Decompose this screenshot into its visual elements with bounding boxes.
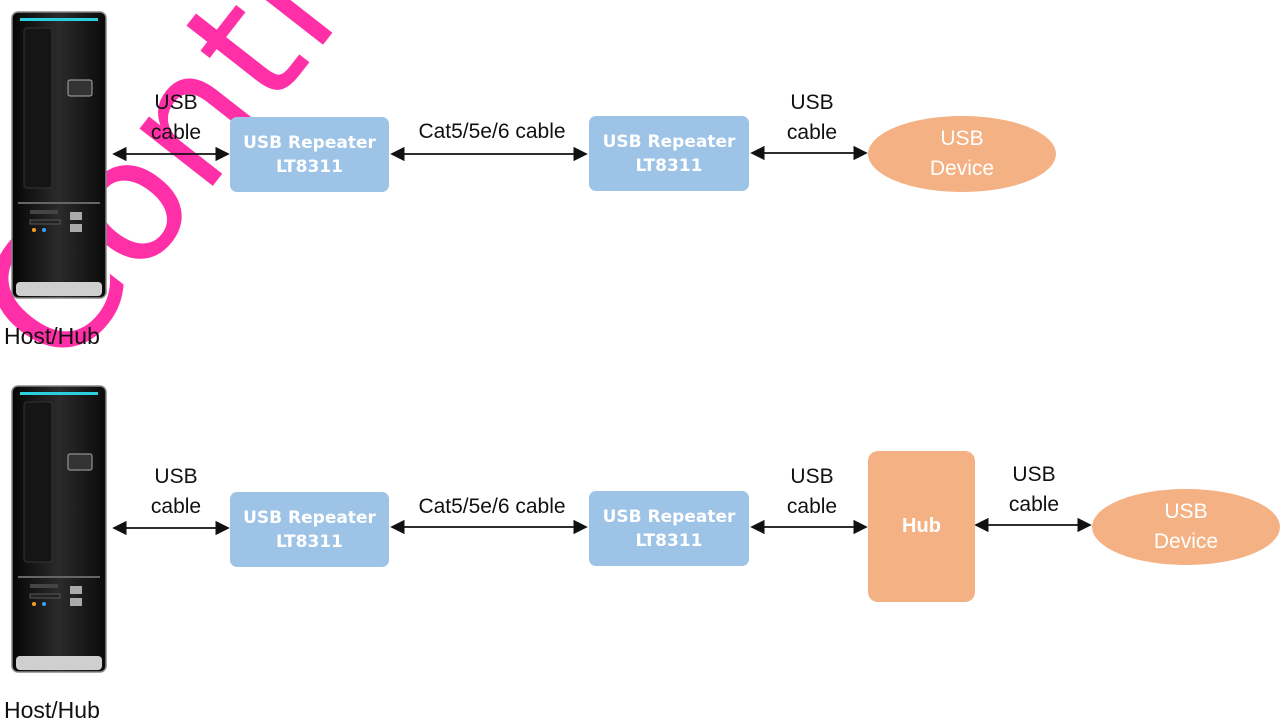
host-label-top: Host/Hub: [4, 323, 100, 349]
usb-cable-label-device-top: USB cable: [786, 91, 838, 144]
usb-device-bottom: USB Device: [1092, 489, 1280, 565]
usb-cable-label-host-bottom: USB cable: [150, 465, 202, 518]
host-label-bottom: Host/Hub: [4, 697, 100, 723]
cat-cable-label-bottom: Cat5/5e/6 cable: [418, 495, 566, 518]
usb-repeater-2-bottom: USB Repeater LT8311: [589, 491, 749, 566]
usb-device-top: USB Device: [868, 116, 1056, 192]
usb-cable-label-device-bottom: USB cable: [1008, 463, 1060, 516]
hub-box: Hub: [868, 451, 975, 602]
cat-cable-label-top: Cat5/5e/6 cable: [418, 120, 566, 143]
usb-cable-label-host-top: USB cable: [150, 91, 202, 144]
usb-cable-label-hub-bottom: USB cable: [786, 465, 838, 518]
usb-repeater-2-top: USB Repeater LT8311: [589, 116, 749, 191]
usb-repeater-1-bottom: USB Repeater LT8311: [230, 492, 389, 567]
host-computer-image-bottom: [10, 384, 108, 676]
host-computer-image-top: [10, 10, 108, 302]
usb-repeater-1-top: USB Repeater LT8311: [230, 117, 389, 192]
